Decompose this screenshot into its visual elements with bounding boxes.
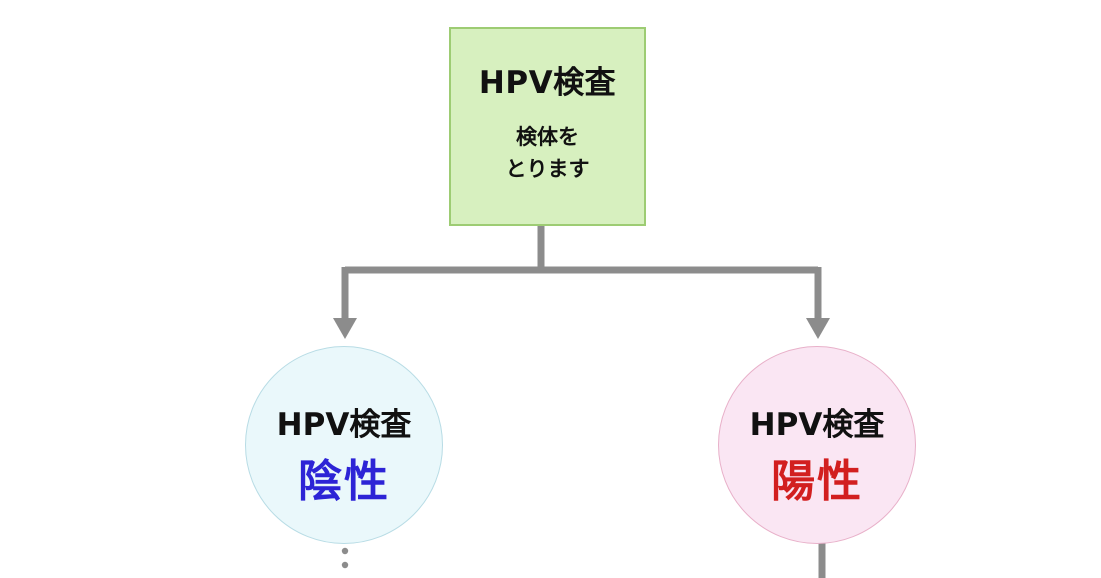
arrow-down-right-icon — [806, 318, 830, 339]
continuation-dots-icon — [341, 547, 349, 569]
description-line-1: 検体を — [516, 125, 579, 149]
hpv-test-node: HPV検査 検体を とります — [449, 27, 646, 226]
positive-result-status: 陽性 — [771, 456, 863, 507]
hpv-test-title: HPV検査 — [478, 65, 617, 101]
negative-result-node: HPV検査 陰性 — [245, 346, 443, 544]
hpv-test-description: 検体を とります — [451, 121, 644, 185]
positive-result-title: HPV検査 — [749, 407, 885, 443]
positive-result-node: HPV検査 陽性 — [718, 346, 916, 544]
arrow-down-left-icon — [333, 318, 357, 339]
description-line-2: とります — [505, 157, 590, 181]
negative-result-title: HPV検査 — [276, 407, 412, 443]
negative-result-status: 陰性 — [298, 456, 390, 507]
